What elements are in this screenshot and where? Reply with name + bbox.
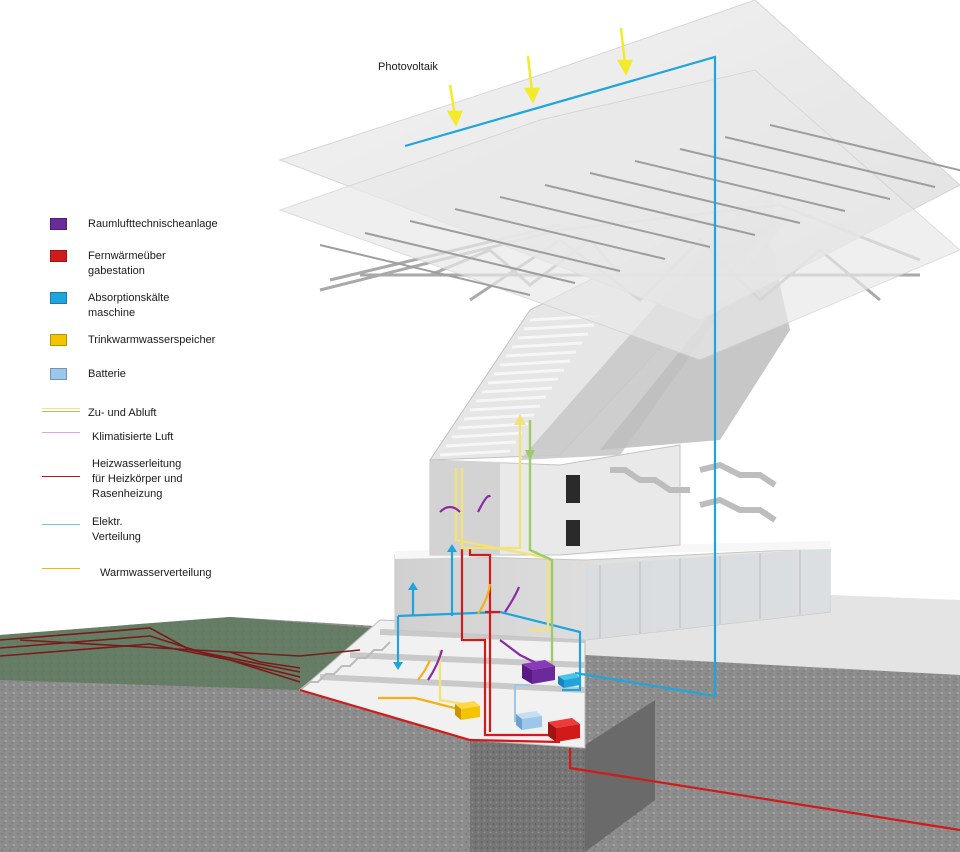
tribune-step <box>511 341 583 349</box>
hot-water-tank-box <box>455 701 480 720</box>
electrical-lines <box>396 55 717 698</box>
legend-line <box>42 568 80 569</box>
tribune-step <box>463 413 535 421</box>
legend-label: Klimatisierte Luft <box>92 431 174 443</box>
concourse-block <box>394 541 831 641</box>
legend-label: Raumlufttechnischeanlage <box>88 218 218 230</box>
electrical-arrowheads <box>393 544 457 670</box>
legend-swatch <box>50 334 67 346</box>
conditioned-air-lines <box>427 494 541 681</box>
tribune-step <box>475 395 547 403</box>
tribune-step <box>451 431 523 439</box>
roof-layers <box>278 0 960 361</box>
roof-purlin <box>724 136 936 188</box>
legend-label: Heizwasserleitung für Heizkörper und Ras… <box>92 458 183 500</box>
tribune-step <box>469 404 541 412</box>
roof-purlin <box>364 232 576 284</box>
battery-box <box>516 711 542 730</box>
district-heating-box <box>548 718 580 742</box>
legend-label: Trinkwarmwasserspeicher <box>88 334 216 346</box>
legend-swatch <box>50 368 67 380</box>
air-arrowheads <box>514 414 535 460</box>
legend-label: Elektr. Verteilung <box>92 516 141 543</box>
tribune-step <box>439 449 511 457</box>
roof-purlin <box>769 124 960 172</box>
battery-link <box>514 684 530 722</box>
equipment <box>455 660 580 742</box>
tribune-steps <box>439 314 601 457</box>
legend-line <box>42 432 80 433</box>
tribune-step <box>517 332 589 340</box>
sun-arrows <box>446 27 633 127</box>
legend-label: Warmwasserverteilung <box>100 567 212 579</box>
roof-purlin <box>544 184 756 236</box>
legend-swatch <box>50 292 67 304</box>
tribune-step <box>505 350 577 358</box>
legend-label: Absorptionskälte maschine <box>88 292 170 319</box>
ventilation-unit-box <box>522 660 555 684</box>
legend-label: Fernwärmeüber gabestation <box>88 250 166 277</box>
photovoltaic-label: Photovoltaik <box>378 61 438 73</box>
legend-line <box>42 476 80 477</box>
legend-label: Batterie <box>88 368 126 380</box>
field-heating-lines <box>0 627 361 683</box>
tribune-step <box>481 386 553 394</box>
upper-tower <box>429 444 777 556</box>
tribune-step <box>493 368 565 376</box>
legend-line <box>42 524 80 525</box>
roof-purlin <box>409 220 621 272</box>
absorption-chiller-box <box>558 673 580 688</box>
roof-purlin <box>634 160 846 212</box>
legend-swatch <box>50 218 67 230</box>
legend-label: Zu- und Abluft <box>88 407 157 419</box>
hot-water-lines <box>378 583 492 714</box>
tribune-step <box>499 359 571 367</box>
tribune-step <box>487 377 559 385</box>
roof-purlin <box>454 208 666 260</box>
roof-purlin <box>319 244 531 296</box>
legend-swatch <box>50 250 67 262</box>
heating-lines <box>299 546 960 832</box>
roof-purlin <box>499 196 711 248</box>
basement-section <box>298 619 586 749</box>
roof-purlins <box>319 124 960 296</box>
tribune-step <box>523 323 595 331</box>
legend-line <box>42 411 80 412</box>
legend-line <box>42 408 80 409</box>
tribune-step <box>445 440 517 448</box>
roof-purlin <box>589 172 801 224</box>
